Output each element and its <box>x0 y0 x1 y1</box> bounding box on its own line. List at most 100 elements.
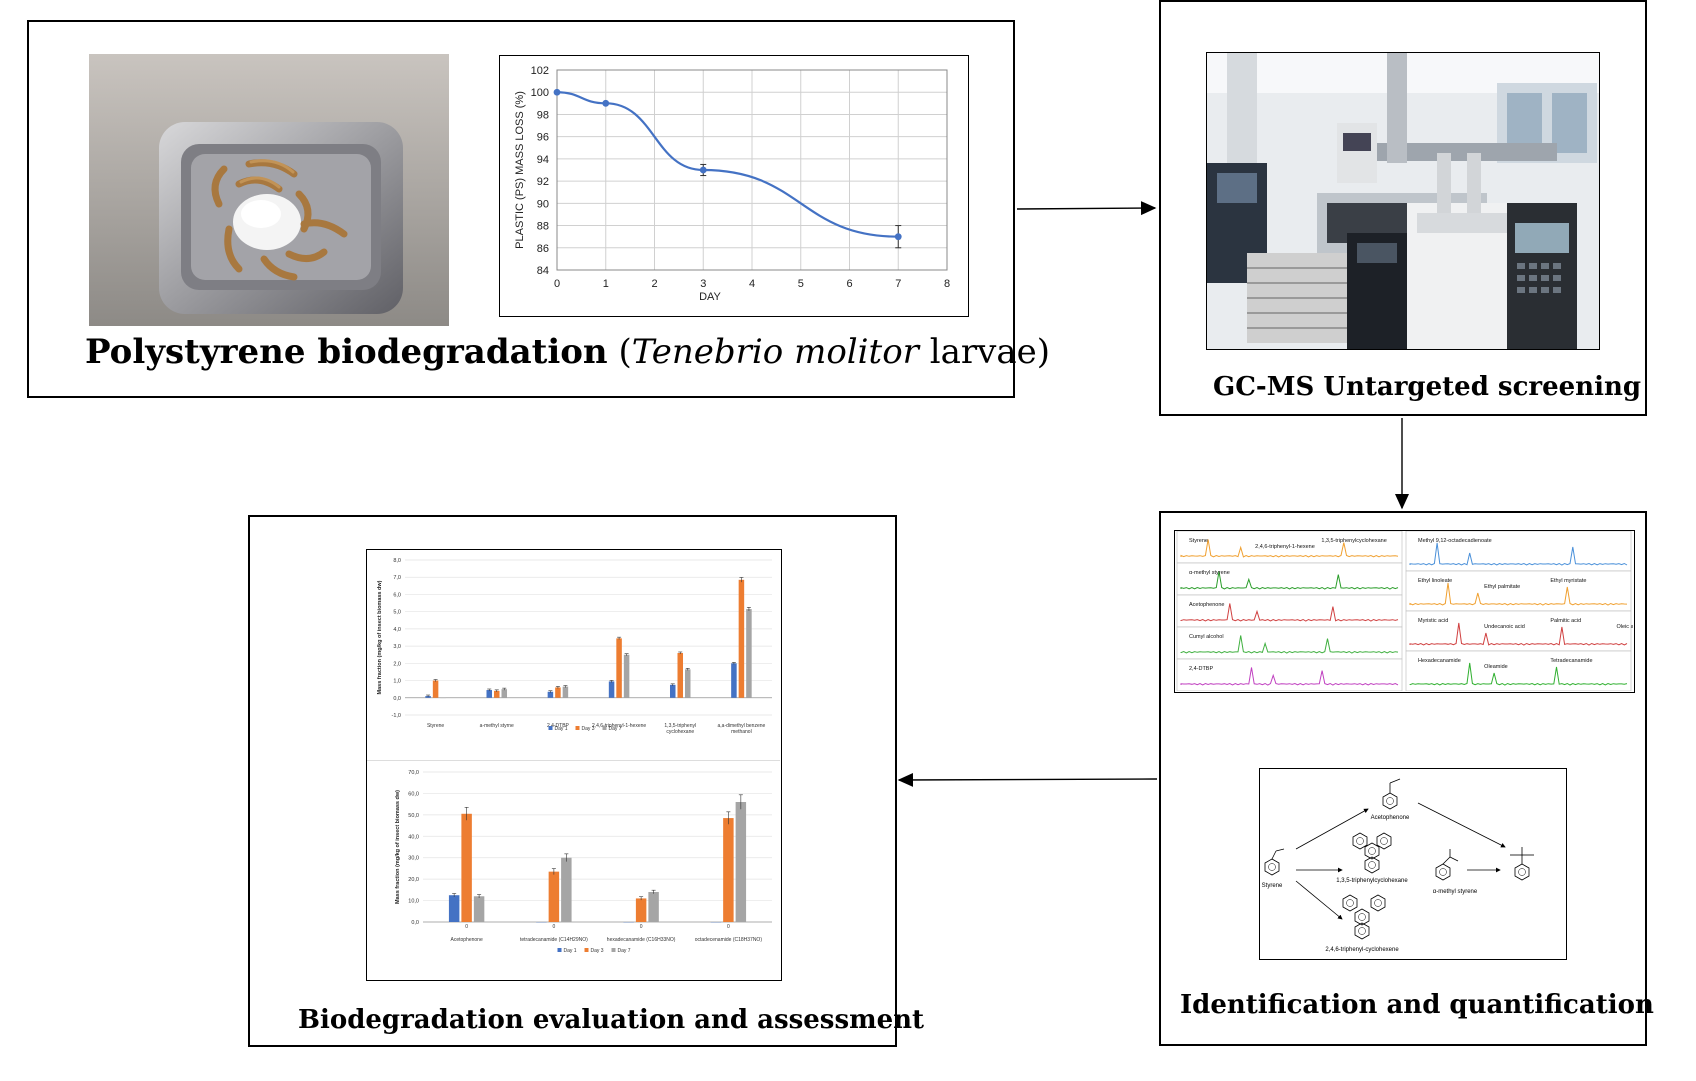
bar <box>735 802 747 922</box>
bar <box>448 895 460 922</box>
x-tick-label: 4 <box>749 278 755 290</box>
pathway-label-triphenyl-cyclohexene: 2,4,6-triphenyl-cyclohexene <box>1325 947 1399 953</box>
styrene-structure <box>1264 848 1285 876</box>
category-label: a,a-dimethyl benzene <box>718 723 766 729</box>
legend-swatch <box>548 726 553 730</box>
pathway-label-triphenylcyclohexane: 1,3,5-triphenylcyclohexane <box>1336 878 1408 884</box>
peak-label: 2,4,6-triphenyl-1-hexene <box>1255 544 1315 550</box>
y-tick-label: 0,0 <box>411 920 419 926</box>
alpha-methyl-styrene-structure <box>1435 849 1459 881</box>
chromatogram-pane <box>1176 626 1403 660</box>
category-label: 2,4,6-triphenyl-1-hexene <box>592 723 646 729</box>
chromatogram-pane <box>1176 530 1403 564</box>
y-tick-label: 98 <box>537 109 549 121</box>
zero-label: 0 <box>640 924 643 930</box>
bar <box>677 653 684 698</box>
x-axis-label: DAY <box>699 291 721 303</box>
y-tick-label: 84 <box>537 265 549 277</box>
bar <box>432 680 439 698</box>
x-tick-label: 0 <box>554 278 560 290</box>
title-open: ( <box>607 332 632 372</box>
panel-gcms-screening: GC-MS Untargeted screening <box>1159 0 1647 416</box>
y-tick-label: 90 <box>537 198 549 210</box>
peak-label: Ethyl palmitate <box>1484 584 1520 590</box>
panel-title-polystyrene: Polystyrene biodegradation (Tenebrio mol… <box>85 332 1050 372</box>
y-tick-label: 6,0 <box>393 592 401 598</box>
bar <box>738 579 745 698</box>
peak-label: 1,3,5-triphenylcyclohexane <box>1321 538 1386 544</box>
y-tick-label: 92 <box>537 176 549 188</box>
title-bold: Polystyrene biodegradation <box>85 332 608 372</box>
category-label: Acetophenone <box>450 937 482 943</box>
peak-label: Tetradecanamide <box>1550 658 1592 664</box>
data-point <box>699 166 707 174</box>
panel-title-identification: Identification and quantification <box>1180 990 1654 1020</box>
y-tick-label: 20,0 <box>408 877 419 883</box>
bar <box>669 684 676 698</box>
legend-label: Day 1 <box>555 726 568 732</box>
y-tick-label: 0,0 <box>393 696 401 702</box>
cumyl-alcohol-structure <box>1510 847 1534 881</box>
plot-area <box>556 69 948 271</box>
x-tick-label: 7 <box>895 278 901 290</box>
y-tick-label: 30,0 <box>408 856 419 862</box>
panel-title-gcms: GC-MS Untargeted screening <box>1213 372 1642 402</box>
peak-label: Acetophenone <box>1189 602 1224 608</box>
x-tick-label: 3 <box>700 278 706 290</box>
bar <box>461 813 472 922</box>
pathway-label-styrene: Styrene <box>1262 883 1283 889</box>
category-label: 1,3,5-triphenyl <box>664 723 696 729</box>
peak-label: Undecanoic acid <box>1484 624 1525 630</box>
bar <box>635 898 647 922</box>
acetophenone-structure <box>1382 778 1401 810</box>
y-tick-label: 102 <box>531 65 549 77</box>
chromatogram-trace <box>1409 542 1628 566</box>
panel-title-evaluation: Biodegradation evaluation and assessment <box>298 1005 925 1035</box>
bar <box>486 690 492 698</box>
peak-label: Oleic acid <box>1617 624 1633 630</box>
y-tick-label: 86 <box>537 243 549 255</box>
larvae-tray-photo <box>89 54 449 326</box>
bar <box>608 681 615 698</box>
legend-swatch <box>602 726 607 730</box>
legend-label: Day 7 <box>618 948 631 954</box>
y-tick-label: 60,0 <box>408 791 419 797</box>
zero-label: 0 <box>465 924 468 930</box>
bar <box>648 892 659 922</box>
legend-swatch <box>584 948 589 952</box>
chromatogram-trace <box>1180 571 1399 590</box>
arrow-identification-to-evaluation <box>897 772 1158 787</box>
category-label: a-methyl styrne <box>480 723 514 729</box>
bar <box>623 654 630 698</box>
peak-label: Oleamide <box>1484 664 1508 670</box>
bar <box>746 609 752 698</box>
zero-label: 0 <box>727 924 730 930</box>
bar <box>561 857 572 922</box>
y-tick-label: 5,0 <box>393 610 401 616</box>
peak-label: Styrene <box>1189 538 1208 544</box>
y-tick-label: 94 <box>537 154 549 166</box>
bar <box>493 690 500 698</box>
peak-label: Methyl 9,12-octadecadienoate <box>1418 538 1492 544</box>
y-tick-label: -1,0 <box>392 713 401 719</box>
bar <box>723 818 734 922</box>
x-tick-label: 1 <box>603 278 609 290</box>
bar <box>555 687 561 698</box>
category-label: cyclohexane <box>666 729 694 735</box>
category-label: methanol <box>731 729 752 735</box>
bar <box>562 686 569 698</box>
y-axis-label: Mass fraction (mg/kg of insect biomass d… <box>395 790 401 904</box>
chromatogram-trace <box>1180 539 1399 558</box>
bar <box>616 638 622 698</box>
chromatograms-figure: Styrene 2,4,6-triphenyl-1-hexene 1,3,5-tri… <box>1174 530 1641 693</box>
chromatogram-trace <box>1409 662 1628 686</box>
chromatogram-trace <box>1409 622 1628 646</box>
y-tick-label: 2,0 <box>393 661 401 667</box>
category-label: hexadecanamide (C16H33NO) <box>607 937 676 943</box>
bar <box>685 669 691 698</box>
data-point <box>553 88 561 96</box>
zero-label: 0 <box>552 924 555 930</box>
